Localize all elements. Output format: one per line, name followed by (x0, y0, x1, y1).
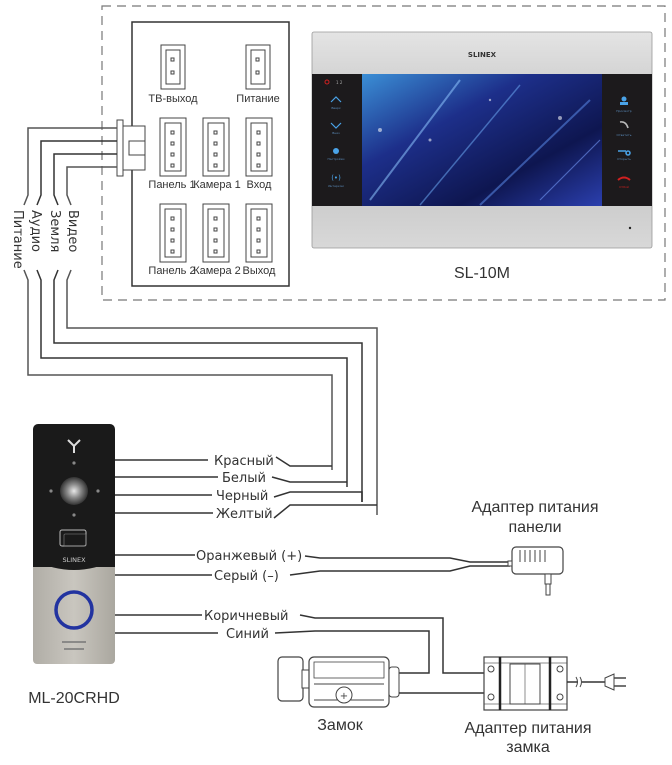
monitor-brand: SLINEX (468, 51, 497, 59)
wire-label-blue: Синий (226, 627, 269, 642)
connector-label-camera2: Камера 2 (193, 265, 241, 277)
wire-red (115, 456, 332, 467)
connector-label-camera1: Камера 1 (193, 179, 241, 191)
electric-lock: + (277, 656, 400, 708)
monitor-button-settings[interactable]: Настройки (328, 157, 345, 161)
lock-cylinder (335, 686, 353, 704)
wire-blue (115, 630, 430, 674)
connector-panel1 (159, 117, 187, 177)
monitor-button-down[interactable]: Вниз (332, 131, 340, 135)
connector-label-power: Питание (236, 93, 279, 105)
up-icon[interactable] (330, 96, 342, 103)
wire-label-brown: Коричневый (204, 609, 288, 624)
monitor-button-1-2[interactable]: 1 2 (336, 80, 343, 85)
monitor-button-open[interactable]: Открыть (617, 157, 631, 161)
wire-label-black: Черный (216, 489, 268, 504)
connector-label-tv-out: ТВ-выход (148, 93, 198, 105)
connector-power (245, 44, 271, 90)
antenna-icon (67, 439, 81, 453)
connector-4pin-template (159, 117, 273, 263)
power-icon[interactable] (324, 79, 330, 85)
wire-label-orange: Оранжевый (+) (196, 549, 302, 564)
user-icon[interactable] (621, 96, 627, 102)
call-panel: SLINEX (33, 424, 115, 664)
panel-adapter-label-line2: панели (508, 519, 561, 536)
lock-power-adapter (483, 656, 568, 711)
wire-power (23, 127, 333, 470)
connector-label-input: Вход (247, 179, 272, 191)
panel-brand: SLINEX (62, 556, 86, 564)
monitor-button-answer[interactable]: Ответить (617, 133, 632, 137)
connector-panel2 (159, 203, 187, 263)
wire-label-yellow: Желтый (216, 507, 273, 522)
intercom-icon[interactable]: (•) (331, 174, 341, 182)
wire-orange (115, 554, 510, 563)
cable-label-video: Видео (65, 210, 80, 252)
cable-label-ground: Земля (47, 210, 62, 252)
connector-camera2 (202, 203, 230, 263)
monitor-boundary (101, 5, 666, 301)
wire-video (66, 166, 378, 515)
monitor-button-view[interactable]: Просмотр (616, 109, 631, 113)
monitor-device: SLINEX 1 2 Вверх Вниз Настройки (•) Инте… (311, 31, 653, 249)
panel-adapter-label-line1: Адаптер питания (471, 499, 598, 516)
lock-label: Замок (317, 717, 363, 734)
svg-text:+: + (340, 691, 348, 702)
panel-power-adapter (507, 546, 564, 596)
connector-board (131, 21, 290, 287)
lock-adapter-label-line2: замка (506, 739, 550, 756)
call-button[interactable] (54, 590, 94, 630)
key-icon[interactable] (618, 150, 631, 156)
wire-label-red: Красный (214, 454, 274, 469)
cable-label-audio: Аудио (28, 210, 43, 252)
camera-lens (60, 477, 88, 505)
connector-camera1 (202, 117, 230, 177)
monitor-button-intercom[interactable]: Интерком (328, 184, 344, 188)
lock-adapter-label-line1: Адаптер питания (464, 720, 591, 737)
connector-input (245, 117, 273, 177)
wire-brown (115, 614, 484, 674)
monitor-screen (362, 74, 602, 206)
wire-yellow (115, 504, 377, 519)
wire-gray (115, 565, 510, 576)
answer-icon[interactable] (619, 121, 629, 129)
wire-black (115, 491, 363, 502)
connector-label-panel2: Панель 2 (148, 265, 195, 277)
connector-label-output: Выход (243, 265, 276, 277)
wire-label-gray: Серый (–) (214, 569, 279, 584)
connector-label-panel1: Панель 1 (148, 179, 195, 191)
monitor-model: SL-10M (454, 265, 510, 282)
connector-tv-out (160, 44, 186, 90)
monitor-button-up[interactable]: Вверх (331, 106, 341, 110)
hangup-icon[interactable] (617, 176, 631, 181)
down-icon[interactable] (330, 122, 342, 129)
mains-plug (604, 673, 626, 691)
screen-streaks (369, 79, 601, 206)
wire-audio (36, 140, 348, 487)
panel-model: ML-20CRHD (28, 690, 120, 707)
connector-output (245, 203, 273, 263)
settings-icon[interactable] (333, 148, 339, 154)
cable-plug (116, 119, 146, 177)
wire-label-white: Белый (222, 471, 266, 486)
monitor-button-hangup[interactable]: Отбой (619, 185, 629, 189)
wire-ground (53, 153, 363, 502)
cable-label-power: Питание (10, 210, 25, 269)
wire-white (115, 476, 347, 483)
